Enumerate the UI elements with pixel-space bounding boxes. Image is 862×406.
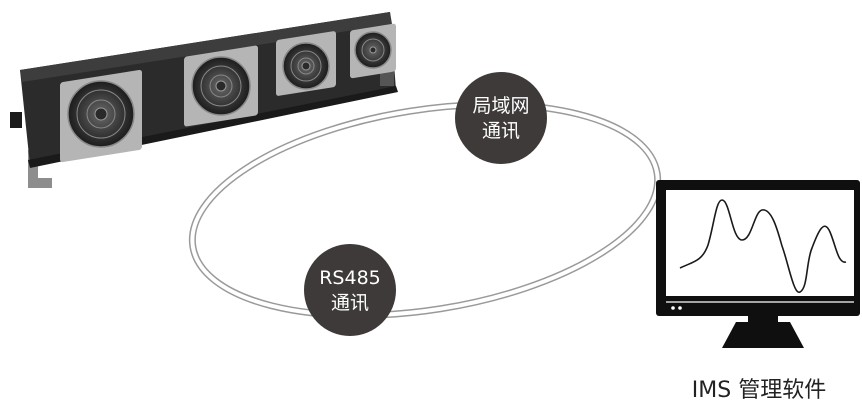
lan-badge-line2: 通讯 xyxy=(482,120,520,142)
rs485-badge-line1: RS485 xyxy=(319,267,381,289)
fan-unit xyxy=(60,69,142,163)
monitor xyxy=(656,180,860,348)
lan-communication-badge: 局域网 通讯 xyxy=(455,72,547,164)
ionizer-fan-device xyxy=(10,12,398,188)
monitor-neck xyxy=(748,316,778,322)
fan-unit xyxy=(350,23,396,79)
monitor-screen xyxy=(666,190,854,296)
fan-units xyxy=(60,23,396,163)
rs485-badge-line2: 通讯 xyxy=(331,292,369,314)
communication-ring xyxy=(188,101,662,319)
rs485-communication-badge: RS485 通讯 xyxy=(304,244,396,336)
fan-unit xyxy=(276,31,336,96)
fan-unit xyxy=(184,45,258,127)
monitor-stand xyxy=(722,322,804,348)
mount-knob xyxy=(10,112,22,128)
waveform-line xyxy=(679,199,847,293)
lan-badge-line1: 局域网 xyxy=(472,95,529,117)
ims-software-label: IMS 管理软件 xyxy=(691,378,827,403)
